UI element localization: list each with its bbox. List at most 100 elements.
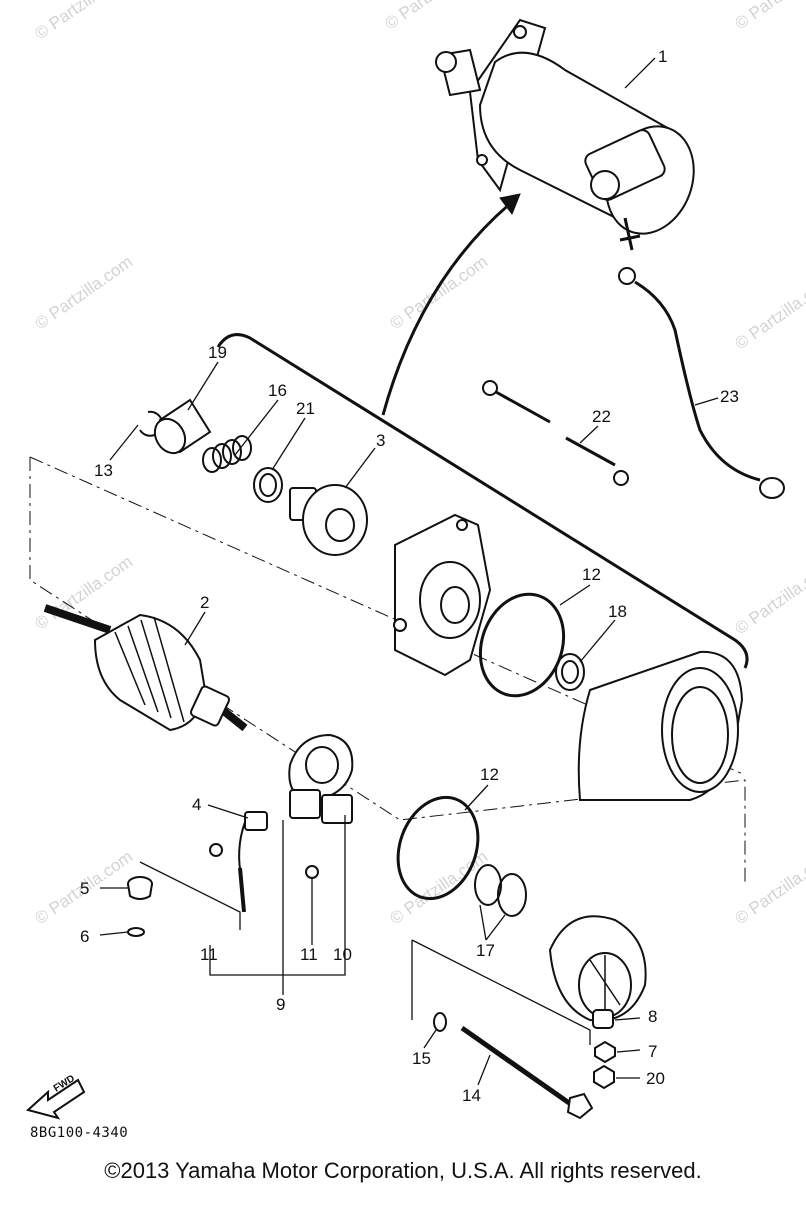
armature-core [93,613,207,732]
terminal-boss [590,170,620,200]
armature-shaft [43,604,112,634]
callout-5: 5 [80,879,89,898]
bolt-head [613,470,629,486]
bracket-hole [393,618,407,632]
shaft-end [435,51,457,73]
plate-center-hole [305,746,339,784]
callouts: 1 2 3 4 5 6 7 8 9 10 11 11 12 12 13 14 1… [80,47,739,1105]
flange-bolt-hole [476,154,488,166]
leader-22 [579,425,599,444]
leader-lines [99,57,719,1086]
brush-screw [238,867,246,913]
leader-21 [271,417,306,471]
leader-7 [616,1049,641,1053]
collar-19 [153,398,212,455]
washer-21 [253,467,283,503]
o-ring-12-lower [396,795,480,901]
callout-7: 7 [648,1042,657,1061]
callout-13: 13 [94,461,113,480]
cover-rib [589,955,621,1015]
leader-17a [479,904,487,941]
seal-18 [555,653,585,691]
watermark: © Partzilla.com [386,252,491,333]
callout-11-right: 11 [300,945,318,964]
callout-12-upper: 12 [582,565,601,584]
grommet-5 [127,876,153,900]
callout-19: 19 [208,343,227,362]
bracket-hole [456,519,468,531]
fwd-arrow-icon [25,1078,86,1120]
bolt-shank [495,390,551,424]
flange-bolt-hole [513,25,527,39]
leader-14 [477,1054,491,1086]
nuts-11 [209,843,319,879]
seal-outer [555,653,585,691]
callout-12-lower: 12 [480,765,499,784]
leader-3 [344,447,376,489]
callout-8: 8 [648,1007,657,1026]
watermark: © Partzilla.com [31,0,136,43]
leader-13 [109,424,139,461]
callout-15: 15 [412,1049,431,1068]
nut [209,843,223,857]
commutator [189,685,231,727]
wire-eyelet [618,267,636,285]
leader-2 [184,611,206,646]
washer-outer [253,467,283,503]
leader-15 [423,1029,437,1049]
leader-11-left [139,861,241,930]
watermark: © Partzilla.com [731,557,806,638]
bolt-head [566,1092,594,1120]
nut [305,865,319,879]
leader-12-upper [559,584,591,606]
callout-3: 3 [376,431,385,450]
callout-1: 1 [658,47,667,66]
clutch-3 [289,484,368,556]
assembly-bracket [216,333,749,669]
armature-2 [43,604,248,732]
front-bracket [393,513,492,677]
callout-22: 22 [592,407,611,426]
starter-motor-assembly [435,18,695,251]
leader-8 [614,1017,641,1021]
o-ring [396,795,480,901]
seals-17 [474,864,527,917]
callout-10: 10 [333,945,352,964]
callout-9: 9 [276,995,285,1014]
leader-12-lower [464,784,489,811]
yoke-opening-inner [671,686,729,784]
coil [232,435,252,461]
bolt-shank [565,436,616,467]
brush-holder [289,789,321,819]
leader-bracket-11-10 [209,945,346,976]
callout-17: 17 [476,941,495,960]
collar-face [153,417,187,455]
o-ring-15 [433,1012,447,1032]
washer-6 [127,927,145,937]
diagram-code: 8BG100-4340 [30,1125,128,1141]
nut-20 [593,1064,615,1090]
o-ring [433,1012,447,1032]
seal [474,864,502,906]
callout-21: 21 [296,399,315,418]
callout-14: 14 [462,1086,481,1105]
leader-4 [207,804,249,819]
watermark: © Partzilla.com [381,0,486,33]
seal-inner [561,660,579,684]
leader-16 [234,399,279,456]
watermark: © Partzilla.com [31,252,136,333]
watermark: © Partzilla.com [731,0,806,33]
spring-16 [202,435,252,473]
fasteners [592,1009,616,1090]
washer [127,927,145,937]
callout-2: 2 [200,593,209,612]
bolts-22 [482,380,629,486]
callout-20: 20 [646,1069,665,1088]
yoke [577,650,744,801]
callout-4: 4 [192,795,201,814]
leader-6 [99,931,129,936]
nut-7 [594,1040,616,1064]
assembly-outline [29,193,749,885]
armature-winding [114,616,185,723]
